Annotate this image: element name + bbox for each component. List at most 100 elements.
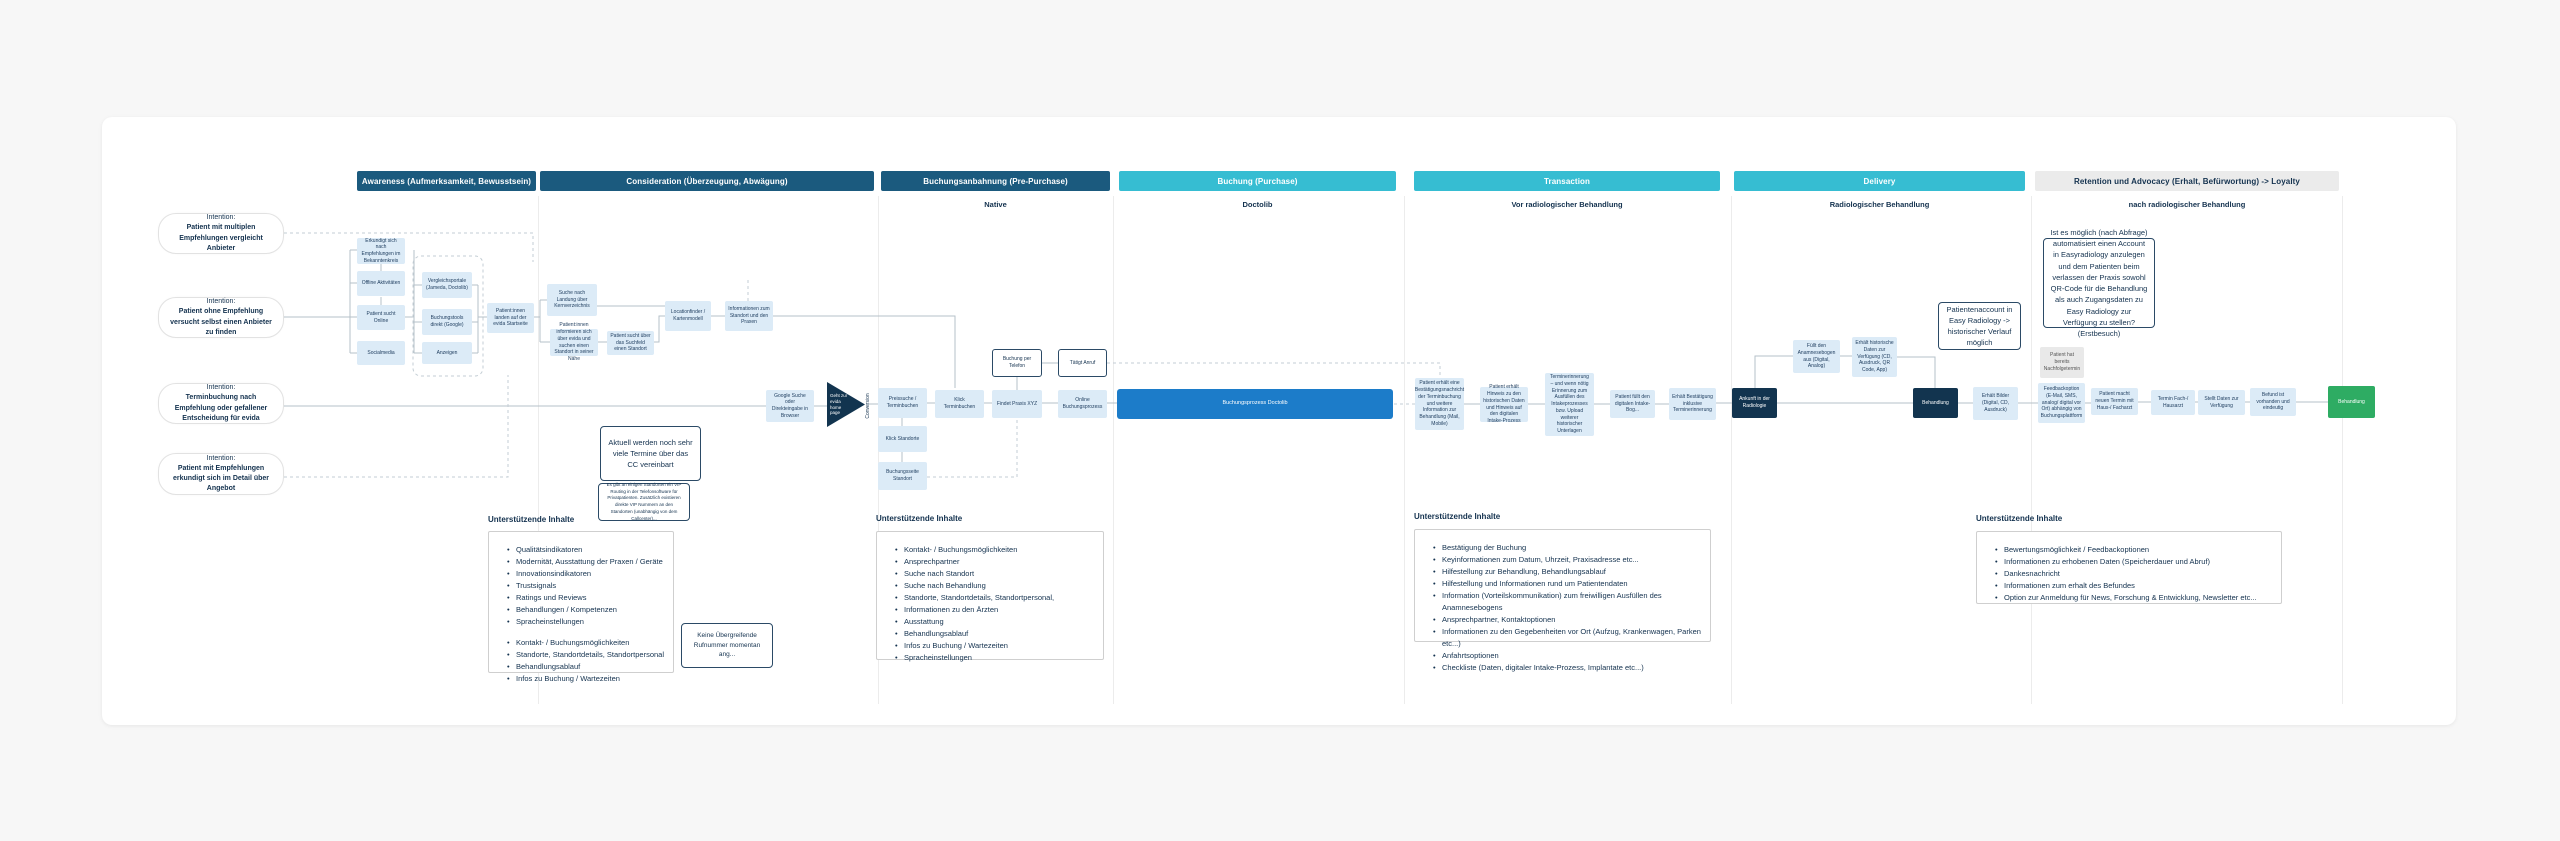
node-patient-sucht-online[interactable]: Patient sucht Online [357,305,405,330]
list-item: Ansprechpartner [895,556,1095,568]
node-locationfinder[interactable]: Locationfinder / Kartenmodell [665,301,711,331]
node-landing-startseite[interactable]: Patient:innen landen auf der evida Start… [487,303,534,333]
note-rufnummer[interactable]: Keine Übergreifende Rufnummer momentan a… [681,623,773,668]
list-item: Kontakt- / Buchungsmöglichkeiten [895,544,1095,556]
node-termin-facharzt[interactable]: Termin Fach-/ Hausarzt [2151,390,2195,415]
phase-sublabel-vor-behandlung: Vor radiologischer Behandlung [1511,200,1623,209]
phase-header-retention[interactable]: Retention und Advocacy (Erhalt, Befürwor… [2035,171,2339,191]
node-suche-kernverzeichnis[interactable]: Suche nach Landung über Kernverzeichnis [547,284,597,316]
node-online-buchungsprozess[interactable]: Online Buchungsprozess [1058,390,1107,418]
node-vergleichsportale[interactable]: Vergleichsportale (Jameda, Doctolib) [422,272,472,298]
node-empfehlungen-bekanntenkreis[interactable]: Erkundigt sich nach Empfehlungen im Beka… [357,238,405,264]
intention-label: Intention: [206,214,236,222]
phase-header-purchase[interactable]: Buchung (Purchase) [1119,171,1396,191]
node-hinweis-historische-daten[interactable]: Patient erhält Hinweis zu den historisch… [1480,384,1528,424]
conversion-divider-label: Conversion [865,393,871,419]
list-item: Ansprechpartner, Kontaktoptionen [1433,614,1702,626]
list-item: Spracheinstellungen [507,616,665,628]
node-bestaetigung-terminerinnerung[interactable]: Erhält Bestätigung inklusive Terminerinn… [1669,388,1716,420]
node-terminerinnerung[interactable]: Terminerinnerung – und wenn nötig Erinne… [1545,373,1594,436]
node-offline-aktivitaeten[interactable]: Offline Aktivitäten [357,271,405,296]
node-feedbackoption[interactable]: Feedbackoption (E-Mail, SMS, analog/ dig… [2038,383,2085,423]
note-vip-routing[interactable]: Es gibt an einigen Standorten ein VIP Ro… [598,482,690,521]
section-divider [538,196,539,704]
node-buchung-per-telefon[interactable]: Buchung per Telefon [992,349,1042,377]
phase-sublabel-nach-behandlung: nach radiologischer Behandlung [2128,200,2246,209]
node-behandlung-final[interactable]: Behandlung [2328,386,2375,418]
node-klick-standorte[interactable]: Klick Standorte [878,426,927,452]
list-item: Infos zu Buchung / Wartezeiten [895,640,1095,652]
phase-header-transaction[interactable]: Transaction [1414,171,1720,191]
node-findet-praxis[interactable]: Findet Praxis XYZ [992,390,1042,418]
list-item: Spracheinstellungen [895,652,1095,664]
node-behandlung[interactable]: Behandlung [1913,388,1958,418]
node-google-suche-browser[interactable]: Google Suche oder Direkteingabe in Brows… [766,390,814,422]
node-buchungsprozess-doctolib[interactable]: Buchungsprozess Doctolib [1117,389,1393,419]
note-patientenaccount[interactable]: Patientenaccount in Easy Radiology -> hi… [1938,302,2021,350]
list-item: Ausstattung [895,616,1095,628]
list-item: Informationen zu den Gegebenheiten vor O… [1433,626,1702,650]
node-anzeigen[interactable]: Anzeigen [422,342,472,364]
node-info-evida-standort[interactable]: Patient:innen informieren sich über evid… [550,322,598,362]
intention-pill-3[interactable]: Intention: Terminbuchung nach Empfehlung… [158,383,284,424]
list-item: Innovationsindikatoren [507,568,665,580]
supporting-list-4[interactable]: Bewertungsmöglichkeit / Feedbackoptionen… [1976,531,2282,604]
supporting-list-1[interactable]: Qualitätsindikatoren Modernität, Ausstat… [488,531,674,685]
list-item: Kontakt- / Buchungsmöglichkeiten [507,637,665,649]
phase-sublabel-doctolib: Doctolib [1242,200,1273,209]
phase-header-consideration[interactable]: Consideration (Überzeugung, Abwägung) [540,171,874,191]
list-item: Anfahrtsoptionen [1433,650,1702,662]
node-historische-daten[interactable]: Erhält historische Daten zur Verfügung (… [1852,337,1897,377]
node-buchungstools-google[interactable]: Buchungstools direkt (Google) [422,309,472,335]
intention-text: Patient ohne Empfehlung versucht selbst … [170,308,272,336]
note-easyradiology-account[interactable]: Ist es möglich (nach Abfrage) automatisi… [2043,228,2155,338]
node-nachfolgetermin[interactable]: Patient hat bereits Nachfolgetermin [2040,347,2084,378]
list-item: Behandlungen / Kompetenzen [507,604,665,616]
list-item: Informationen zu den Ärzten [895,604,1095,616]
node-klick-terminbuchen[interactable]: Klick Terminbuchen [935,390,984,418]
node-neuer-termin[interactable]: Patient macht neuen Termin mit Haus-/ Fa… [2091,388,2138,415]
intention-text: Patient mit Empfehlungen erkundigt sich … [172,464,270,493]
phase-header-prepurchase[interactable]: Buchungsanbahnung (Pre-Purchase) [881,171,1110,191]
intention-pill-1[interactable]: Intention: Patient mit multiplen Empfehl… [158,213,284,254]
supporting-list-2[interactable]: Kontakt- / Buchungsmöglichkeiten Ansprec… [876,531,1104,664]
phase-header-delivery[interactable]: Delivery [1734,171,2025,191]
intention-text: Patient mit multiplen Empfehlungen vergl… [179,224,263,252]
node-standort-informationen[interactable]: Informationen zum Standort und den Praxe… [725,301,773,331]
phase-sublabel-radiologische-behandlung: Radiologischer Behandlung [1829,200,1930,209]
node-buchungsseite-standort[interactable]: Buchungsseite Standort [878,462,927,490]
intention-pill-4[interactable]: Intention: Patient mit Empfehlungen erku… [158,453,284,495]
list-item: Bestätigung der Buchung [1433,542,1702,554]
node-bestaetigungsnachricht[interactable]: Patient erhält eine Bestätigungsnachrich… [1415,378,1464,430]
list-item: Bewertungsmöglichkeit / Feedbackoptionen [1995,544,2273,556]
list-item: Behandlungsablauf [507,661,665,673]
node-sucht-standort[interactable]: Patient sucht über das Suchfeld einen St… [607,331,654,355]
intention-label: Intention: [206,298,236,306]
node-socialmedia[interactable]: Socialmedia [357,341,405,365]
triangle-label: Geht zur evida home page [830,392,848,416]
supporting-list-3[interactable]: Bestätigung der Buchung Keyinformationen… [1414,529,1711,674]
list-item: Checkliste (Daten, digitaler Intake-Proz… [1433,662,1702,674]
list-item: Suche nach Standort [895,568,1095,580]
phase-sublabel-native: Native [984,200,1007,209]
node-ankunft-radiologie[interactable]: Ankunft in der Radiologie [1732,388,1777,418]
intention-text: Terminbuchung nach Empfehlung oder gefal… [174,394,268,422]
node-stellt-daten[interactable]: Stellt Daten zur Verfügung [2198,390,2245,415]
node-befund-vorhanden[interactable]: Befund ist vorhanden und eindeutig [2250,388,2296,416]
section-divider [1113,196,1114,704]
section-divider [2342,196,2343,704]
list-item: Modernität, Ausstattung der Praxen / Ger… [507,556,665,568]
phase-header-awareness[interactable]: Awareness (Aufmerksamkeit, Bewusstsein) [357,171,536,191]
intention-label: Intention: [206,454,236,462]
supporting-title-2: Unterstützende Inhalte [876,514,963,523]
list-item: Ratings und Reviews [507,592,665,604]
node-anamnesebogen[interactable]: Füllt den Anamnesebogen aus (Digital, An… [1793,340,1840,373]
node-erhaelt-bilder[interactable]: Erhält Bilder (Digital, CD, Ausdruck) [1973,387,2018,420]
node-taetigt-anruf[interactable]: Tätigt Anruf [1058,349,1107,377]
intention-pill-2[interactable]: Intention: Patient ohne Empfehlung versu… [158,297,284,338]
node-intake-bogen[interactable]: Patient füllt den digitalen Intake-Bog..… [1610,390,1655,418]
note-cc-termine[interactable]: Aktuell werden noch sehr viele Termine ü… [600,426,701,481]
node-preissuche-terminbuchen[interactable]: Preissuche / Terminbuchen [878,388,927,418]
list-item: Suche nach Behandlung [895,580,1095,592]
